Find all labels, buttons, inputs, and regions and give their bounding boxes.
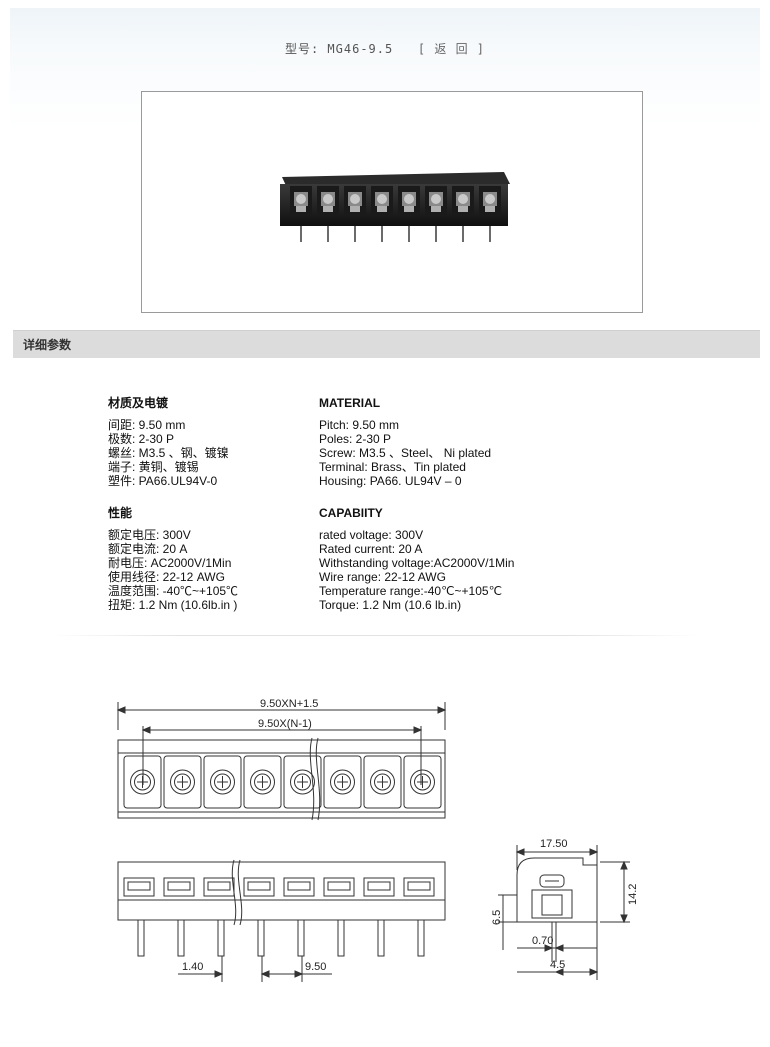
dim-overall: 9.50XN+1.5	[260, 698, 318, 710]
title-bar: 型号: MG46-9.5 [ 返 回 ]	[0, 40, 770, 57]
spec-cn-line: 额定电流: 20 A	[108, 542, 188, 556]
dim-pin-width: 0.70	[532, 935, 553, 947]
spec-cn-line: 扭矩: 1.2 Nm (10.6lb.in )	[108, 598, 238, 612]
spec-en-column: MATERIAL Pitch: 9.50 mm Poles: 2-30 P Sc…	[319, 396, 514, 612]
spec-en-line: Wire range: 22-12 AWG	[319, 570, 446, 584]
spec-cn-line: 温度范围: -40℃~+105℃	[108, 584, 239, 598]
spec-cn-line: 塑件: PA66.UL94V-0	[108, 474, 218, 488]
spec-cn-capability-heading: 性能	[108, 506, 133, 520]
spec-cn-line: 使用线径: 22-12 AWG	[108, 570, 225, 584]
spec-cn-line: 极数: 2-30 P	[108, 432, 175, 446]
spec-en-line: Housing: PA66. UL94V – 0	[319, 474, 462, 488]
spec-en-line: Withstanding voltage:AC2000V/1Min	[319, 556, 515, 570]
spec-cn-line: 螺丝: M3.5 、钢、镀镍	[108, 446, 229, 460]
spec-en-line: Rated current: 20 A	[319, 542, 423, 556]
spec-cn-line: 耐电压: AC2000V/1Min	[108, 556, 232, 570]
spec-en-line: Poles: 2-30 P	[319, 432, 392, 446]
spec-cn-line: 端子: 黄铜、镀锡	[108, 460, 199, 474]
divider	[50, 635, 700, 636]
spec-en-capability-heading: CAPABIITY	[319, 506, 383, 520]
spec-en-line: Pitch: 9.50 mm	[319, 418, 400, 432]
dim-pin-offset: 1.40	[182, 961, 203, 973]
dim-pitch: 9.50	[305, 961, 326, 973]
spec-cn-line: 额定电压: 300V	[108, 528, 191, 542]
dim-depth: 17.50	[540, 838, 568, 850]
dim-pitch-span: 9.50X(N-1)	[258, 718, 312, 730]
section-header: 详细参数	[13, 330, 760, 358]
spec-en-line: Screw: M3.5 、Steel、 Ni plated	[319, 446, 492, 460]
spec-en-line: Torque: 1.2 Nm (10.6 lb.in)	[319, 598, 462, 612]
spec-cn-column: 材质及电镀 间距: 9.50 mm 极数: 2-30 P 螺丝: M3.5 、钢…	[108, 396, 238, 612]
terminal-block-photo	[280, 172, 510, 242]
back-link[interactable]: [ 返 回 ]	[417, 42, 486, 56]
dim-height: 14.2	[627, 884, 639, 905]
product-photo	[141, 91, 643, 313]
dim-side: 6.5	[491, 910, 503, 925]
spec-cn-line: 间距: 9.50 mm	[108, 418, 186, 432]
spec-en-material-heading: MATERIAL	[319, 396, 381, 410]
dim-base: 4.5	[550, 959, 565, 971]
model-value: MG46-9.5	[327, 42, 394, 56]
spec-cn-material-heading: 材质及电镀	[108, 396, 169, 410]
technical-drawing: 9.50XN+1.5 9.50X(N-1) 1.40 9.50 17.50 14…	[116, 698, 639, 982]
model-label: 型号:	[284, 42, 320, 56]
spec-en-line: Terminal: Brass、Tin plated	[319, 460, 466, 474]
spec-en-line: Temperature range:-40℃~+105℃	[319, 584, 503, 598]
spec-en-line: rated voltage: 300V	[319, 528, 424, 542]
